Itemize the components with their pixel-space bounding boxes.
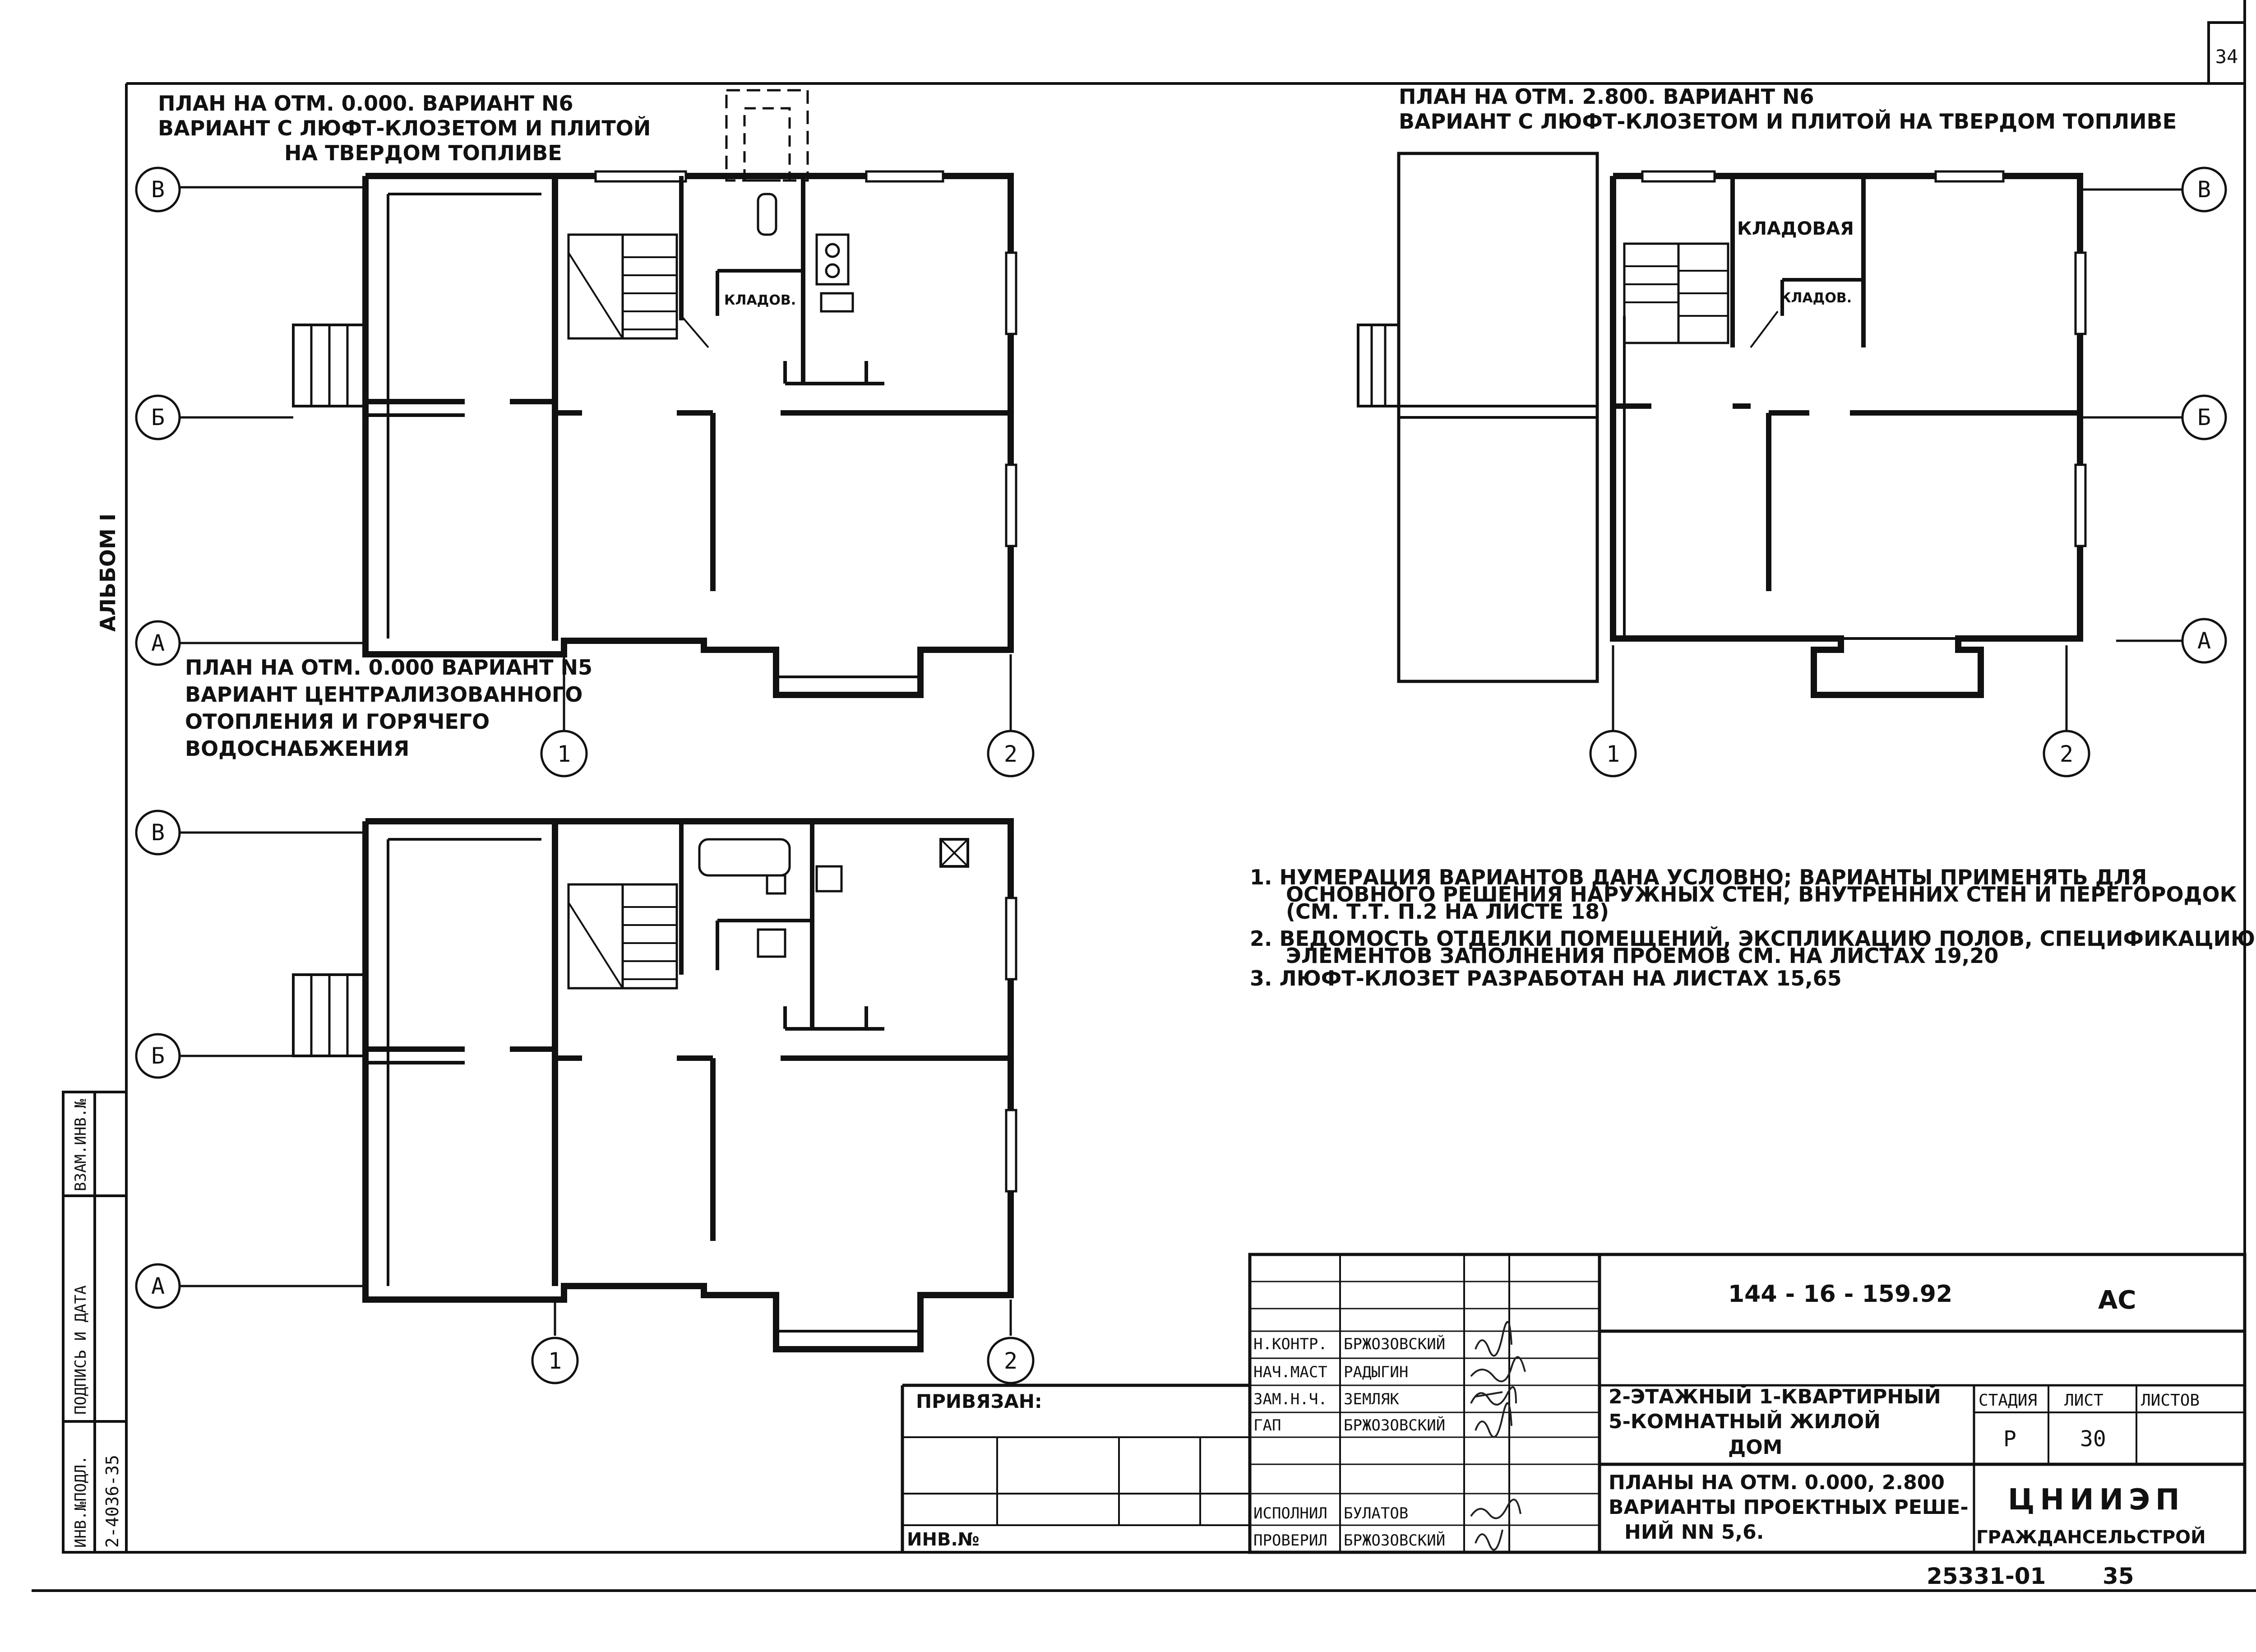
inv-no-label: ИНВ.№ [907,1529,980,1550]
role-name: ЗЕМЛЯК [1344,1390,1399,1408]
plan-v6-upper-title-1: ПЛАН НА ОТМ. 2.800. ВАРИАНТ N6 [1399,84,1814,109]
role-label: ИСПОЛНИЛ [1253,1504,1327,1522]
plan-v5-title-4: ВОДОСНАБЖЕНИЯ [185,736,409,761]
axis-1-label: 1 [557,741,571,767]
axis-1-label: 1 [1606,741,1620,767]
plan-v5-title-2: ВАРИАНТ ЦЕНТРАЛИЗОВАННОГО [185,682,582,707]
sheets-label: ЛИСТОВ [2141,1391,2200,1410]
role-name: БРЖОЗОВСКИЙ [1344,1335,1445,1353]
role-label: ЗАМ.Н.Ч. [1253,1390,1327,1408]
sheet-title-line-2: ВАРИАНТЫ ПРОЕКТНЫХ РЕШЕ- [1609,1496,1969,1519]
axis-b-label: Б [151,404,165,430]
role-name: БУЛАТОВ [1344,1504,1408,1522]
plan-v5-ground-labels: ПЛАН НА ОТМ. 0.000 ВАРИАНТ N5 ВАРИАНТ ЦЕ… [185,655,592,761]
sheet-value: 30 [2080,1426,2106,1452]
plan-v6-ground-labels: ПЛАН НА ОТМ. 0.000. ВАРИАНТ N6 ВАРИАНТ С… [158,91,796,308]
signatures [1470,1321,1526,1551]
sheet-title-line-3: НИЙ NN 5,6. [1624,1520,1764,1544]
stage-label: СТАДИЯ [1979,1391,2037,1410]
axis-b-label: Б [2197,404,2211,430]
page-number-box [2207,21,2246,85]
plan-v5-title-3: ОТОПЛЕНИЯ И ГОРЯЧЕГО [185,709,490,734]
role-label: ГАП [1253,1416,1281,1435]
role-name: РАДЫГИН [1344,1363,1408,1381]
object-line-2: 5-КОМНАТНЫЙ ЖИЛОЙ [1609,1409,1881,1433]
note-2-line-1: 2. ВЕДОМОСТЬ ОТДЕЛКИ ПОМЕЩЕНИЙ, ЭКСПЛИКА… [1250,926,2255,951]
note-1-line-3: (СМ. Т.Т. П.2 НА ЛИСТЕ 18) [1286,899,1609,924]
inventory-code: 25331-01 [1927,1563,2046,1589]
general-notes: 1. НУМЕРАЦИЯ ВАРИАНТОВ ДАНА УСЛОВНО; ВАР… [1250,865,2255,990]
axis-a-label: А [2197,628,2211,654]
plan-v6-ground [292,89,1017,698]
side-inv-orig: ИНВ.№ПОДЛ. [72,1455,90,1548]
set-mark: АС [2098,1286,2136,1315]
side-replace-inv: ВЗАМ.ИНВ.№ [72,1099,90,1191]
plan-v5-ground [292,818,1017,1352]
plan-v5-title-1: ПЛАН НА ОТМ. 0.000 ВАРИАНТ N5 [185,655,592,680]
privyazan-label: ПРИВЯЗАН: [916,1390,1042,1412]
org-name-2: ГРАЖДАНСЕЛЬСТРОЙ [1976,1526,2206,1548]
sheet-title-line-1: ПЛАНЫ НА ОТМ. 0.000, 2.800 [1609,1471,1945,1494]
role-label: НАЧ.МАСТ [1253,1363,1327,1381]
note-3: 3. ЛЮФТ-КЛОЗЕТ РАЗРАБОТАН НА ЛИСТАХ 15,6… [1250,966,1842,990]
axis-labels: В Б А В Б А В Б А 1 2 1 2 1 2 [151,176,2211,1374]
axis-v-label: В [151,176,165,203]
axis-2-label: 2 [1004,1348,1017,1374]
role-name: БРЖОЗОВСКИЙ [1344,1416,1445,1435]
axis-a-label: А [151,1273,165,1299]
designation: 144 - 16 - 159.92 [1728,1281,1952,1308]
side-sign-date: ПОДПИСЬ И ДАТА [72,1285,90,1415]
room-kladov2-label: КЛАДОВ. [1780,290,1852,306]
axis-markers [135,167,2227,1384]
axis-2-label: 2 [2060,741,2073,767]
axis-1-label: 1 [548,1348,562,1374]
plan-v6-upper [1357,152,2087,698]
role-label: Н.КОНТР. [1253,1335,1327,1353]
axis-a-label: А [151,630,165,656]
object-line-1: 2-ЭТАЖНЫЙ 1-КВАРТИРНЫЙ [1609,1384,1941,1408]
role-label: ПРОВЕРИЛ [1253,1532,1327,1550]
room-kladov-label: КЛАДОВ. [724,292,796,308]
room-kladovaya-label: КЛАДОВАЯ [1737,218,1854,239]
role-name: БРЖОЗОВСКИЙ [1344,1531,1445,1550]
plan-v6-ground-title-1: ПЛАН НА ОТМ. 0.000. ВАРИАНТ N6 [158,91,573,116]
side-inv-number: 2-4036-35 [102,1455,122,1548]
plan-v6-ground-title-3: НА ТВЕРДОМ ТОПЛИВЕ [284,141,562,165]
plan-v6-ground-title-2: ВАРИАНТ С ЛЮФТ-КЛОЗЕТОМ И ПЛИТОЙ [158,116,651,140]
axis-b-label: Б [151,1043,165,1069]
org-name: ЦНИИЭП [2008,1483,2185,1517]
axis-v-label: В [2197,176,2211,203]
inventory-page: 35 [2103,1563,2134,1589]
stage-value: Р [2003,1426,2016,1452]
plan-v6-upper-title-2: ВАРИАНТ С ЛЮФТ-КЛОЗЕТОМ И ПЛИТОЙ НА ТВЕР… [1399,109,2177,134]
plan-v6-upper-labels: ПЛАН НА ОТМ. 2.800. ВАРИАНТ N6 ВАРИАНТ С… [1399,84,2177,306]
note-2-line-2: ЭЛЕМЕНТОВ ЗАПОЛНЕНИЯ ПРОЕМОВ СМ. НА ЛИСТ… [1286,944,1998,968]
axis-v-label: В [151,819,165,846]
title-block-text: 144 - 16 - 159.92 АС ПРИВЯЗАН: ИНВ.№ Н.К… [907,1281,2206,1589]
axis-2-label: 2 [1004,741,1017,767]
note-1-line-2: ОСНОВНОГО РЕШЕНИЯ НАРУЖНЫХ СТЕН, ВНУТРЕН… [1286,882,2237,907]
page-number: 34 [2215,46,2238,68]
title-block-grid [901,1253,2247,1554]
album-label: АЛЬБОМ I [96,514,120,632]
object-line-3: ДОМ [1728,1436,1782,1459]
note-1-line-1: 1. НУМЕРАЦИЯ ВАРИАНТОВ ДАНА УСЛОВНО; ВАР… [1250,865,2147,889]
sheet-label: ЛИСТ [2064,1391,2103,1410]
